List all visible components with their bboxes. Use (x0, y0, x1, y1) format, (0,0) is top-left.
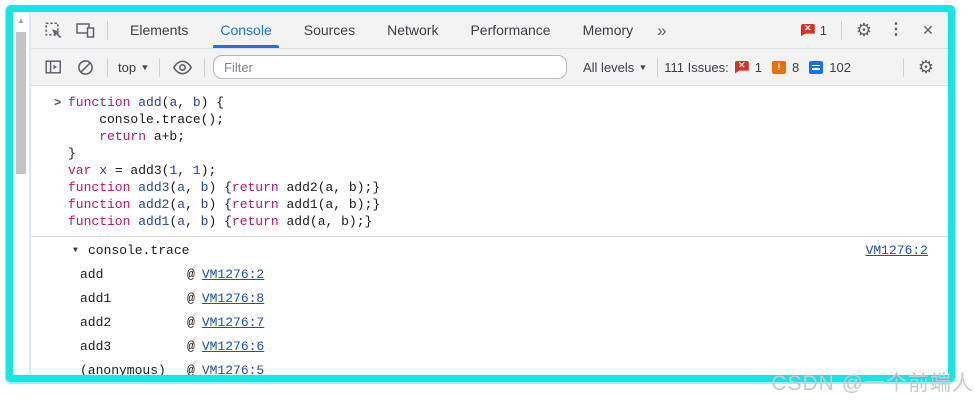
frame-function-name: add1 (80, 290, 112, 306)
screenshot-frame: ▲ (6, 5, 955, 382)
settings-button[interactable]: ⚙ (848, 16, 880, 44)
close-icon: ✕ (922, 22, 934, 38)
filter-input[interactable] (213, 55, 567, 79)
frame-function-name: add3 (80, 338, 112, 354)
scrollbar-up-icon[interactable]: ▲ (17, 16, 25, 25)
stack-frame-row: add2 @ VM1276:7 (31, 310, 948, 334)
devtools-tabbar: Elements Console Sources Network Performance… (31, 12, 948, 49)
inspect-cursor-icon (44, 21, 62, 39)
kebab-menu-icon: ⋮ (888, 21, 904, 38)
csdn-watermark: CSDN @一个前端人 (771, 372, 974, 395)
customize-devtools-button[interactable]: ⋮ (880, 16, 912, 44)
gear-icon: ⚙ (855, 20, 873, 40)
console-code-line: return a+b; (99, 129, 186, 144)
source-location-link[interactable]: VM1276:2 (865, 243, 928, 258)
eye-icon (172, 59, 193, 75)
issues-counter[interactable]: 111 Issues: ✕ 1 ! 8 102 (664, 60, 855, 75)
toolbar-separator (107, 20, 108, 40)
error-count-icon[interactable]: ✕ (800, 23, 815, 37)
gear-icon: ⚙ (917, 57, 935, 77)
live-expression-button[interactable] (166, 53, 198, 81)
scrollbar-thumb[interactable] (16, 32, 26, 174)
chevron-down-icon: ▼ (140, 62, 150, 72)
stack-frame-row: add3 @ VM1276:6 (31, 334, 948, 358)
tab-memory[interactable]: Memory (582, 22, 634, 38)
toolbar-separator (107, 57, 108, 77)
stack-frame-row: (anonymous) @ VM1276:5 (31, 358, 948, 376)
frame-at-symbol: @ (187, 338, 195, 354)
trace-label: console.trace (88, 243, 190, 258)
panel-tabs: Elements Console Sources Network Performance… (114, 12, 649, 48)
close-devtools-button[interactable]: ✕ (912, 16, 944, 44)
source-location-link[interactable]: VM1276:7 (201, 314, 265, 330)
source-location-link[interactable]: VM1276:8 (201, 290, 265, 306)
tab-elements[interactable]: Elements (130, 22, 189, 38)
context-selector[interactable]: top ▼ (118, 59, 150, 75)
toolbar-separator (159, 57, 160, 77)
source-location-link[interactable]: VM1276:5 (201, 362, 265, 376)
console-input-echo: > function add(a, b) { console.trace(); … (31, 86, 948, 230)
tab-console[interactable]: Console (210, 12, 281, 48)
issues-error-count: 1 (754, 59, 763, 75)
sidebar-panel-icon (44, 59, 62, 75)
device-toolbar-icon (75, 22, 95, 38)
issues-label: 111 Issues: (664, 59, 729, 75)
issues-error-icon: ✕ (734, 60, 749, 74)
issues-warning-icon: ! (772, 60, 787, 74)
device-toolbar-button[interactable] (69, 16, 101, 44)
error-count: 1 (819, 22, 827, 38)
console-trace-message[interactable]: ▼ console.trace VM1276:2 (31, 237, 948, 260)
prompt-chevron-icon: > (54, 96, 62, 110)
console-code-block: function add(a, b) { console.trace(); re… (31, 94, 948, 230)
toolbar-separator (657, 57, 659, 77)
chevron-down-icon: ▼ (638, 62, 648, 72)
console-messages-area[interactable]: > function add(a, b) { console.trace(); … (31, 86, 948, 375)
frame-function-name: add2 (80, 314, 112, 330)
source-location-link[interactable]: VM1276:6 (201, 338, 265, 354)
tab-performance[interactable]: Performance (470, 22, 551, 38)
frame-function-name: add (80, 266, 104, 282)
context-selector-label: top (118, 59, 137, 75)
console-code-line: function add(a, b) { (68, 95, 225, 110)
frame-at-symbol: @ (187, 266, 195, 282)
issues-message-count: 102 (829, 59, 851, 75)
tab-sources[interactable]: Sources (303, 22, 356, 38)
console-toolbar: top ▼ All levels ▼ 111 Issues: (31, 49, 948, 86)
toolbar-separator (841, 20, 842, 40)
clear-console-button[interactable] (69, 53, 101, 81)
log-levels-label: All levels (583, 59, 635, 75)
source-location-link[interactable]: VM1276:2 (201, 266, 265, 282)
frame-at-symbol: @ (187, 314, 195, 330)
frame-at-symbol: @ (187, 362, 195, 376)
tab-network[interactable]: Network (387, 22, 439, 38)
console-code-line: function add3(a, b) {return add2(a, b);} (68, 180, 381, 195)
more-tabs-icon[interactable]: » (657, 20, 667, 40)
console-code-line: function add1(a, b) {return add(a, b);} (68, 214, 373, 229)
console-sidebar-toggle[interactable] (37, 53, 69, 81)
inspect-element-button[interactable] (37, 16, 69, 44)
toolbar-separator (204, 57, 205, 77)
console-code-line: console.trace(); (68, 112, 225, 127)
page-scrollbar[interactable]: ▲ (13, 12, 29, 375)
console-code-line: function add2(a, b) {return add1(a, b);} (68, 197, 381, 212)
disclosure-triangle-icon[interactable]: ▼ (73, 246, 78, 255)
devtools-panel: Elements Console Sources Network Performance… (29, 12, 948, 375)
message-divider (31, 236, 948, 237)
console-code-line: } (68, 146, 76, 161)
toolbar-separator (903, 57, 904, 77)
clear-console-icon (77, 59, 94, 76)
console-code-line: var x = add3(1, 1); (68, 163, 217, 178)
stack-frame-row: add1 @ VM1276:8 (31, 286, 948, 310)
frame-function-name: (anonymous) (80, 362, 166, 376)
console-settings-button[interactable]: ⚙ (910, 53, 942, 81)
stack-frame-row: add @ VM1276:2 (31, 262, 948, 286)
issues-warning-count: 8 (792, 59, 800, 75)
frame-at-symbol: @ (187, 290, 195, 306)
issues-message-icon (809, 60, 824, 74)
log-levels-selector[interactable]: All levels ▼ (583, 59, 648, 75)
